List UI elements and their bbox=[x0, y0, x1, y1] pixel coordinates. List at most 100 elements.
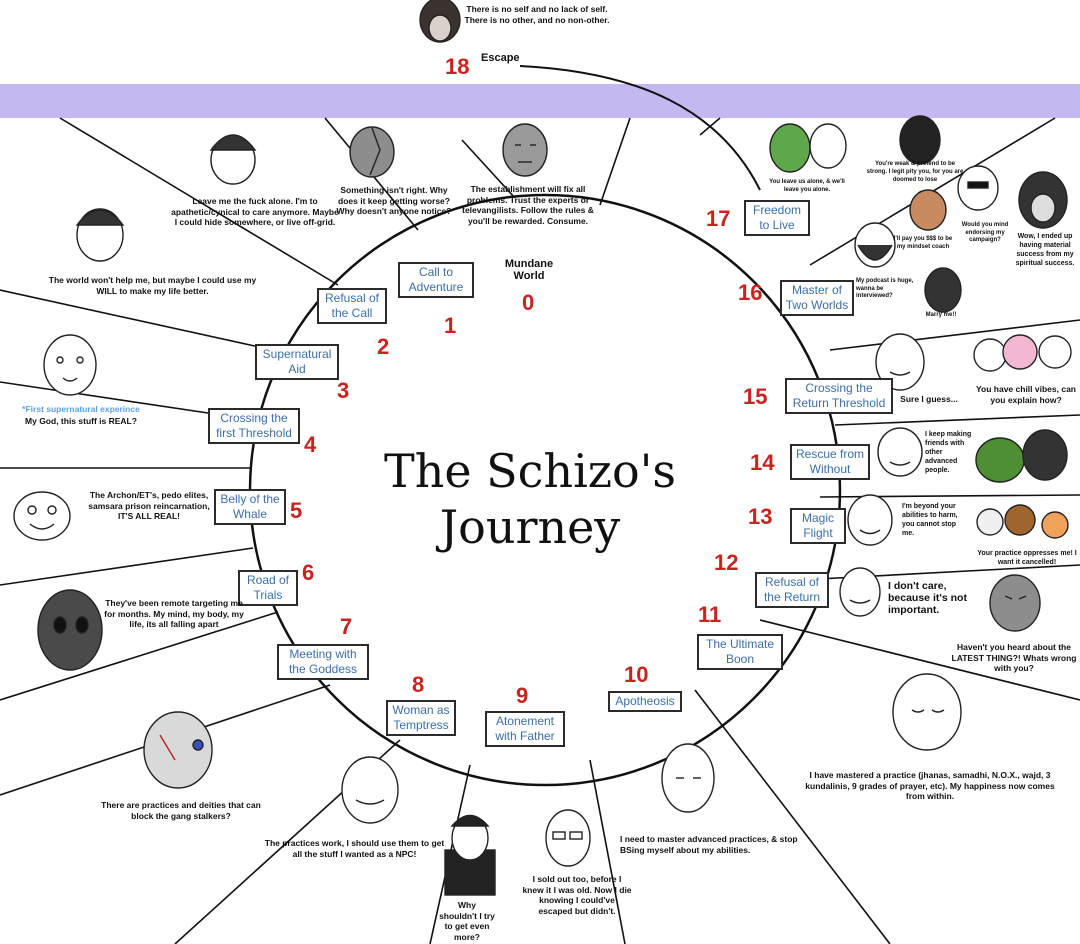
spoke bbox=[799, 564, 1080, 581]
stage-number-14: 14 bbox=[750, 450, 775, 475]
stage-box-16: Master of Two Worlds bbox=[780, 280, 854, 316]
quote-stage-0: The establishment will fix all problems.… bbox=[462, 184, 594, 226]
beanie-wojak-icon bbox=[209, 134, 257, 185]
stage-box-12: Refusal of the Return bbox=[755, 572, 829, 608]
stage-label-0: Mundane World bbox=[504, 258, 554, 282]
quote-stage-16d: Marry me!! bbox=[925, 312, 957, 318]
escape-arrow bbox=[519, 65, 761, 191]
wojak-shocked-icon bbox=[43, 334, 97, 396]
quote-stage-16c: My podcast is huge, wanna be interviewed… bbox=[856, 278, 914, 299]
quote-stage-4-note: *First supernatural experince bbox=[22, 404, 140, 414]
stage-box-13: Magic Flight bbox=[790, 508, 846, 544]
spoke bbox=[829, 319, 1080, 351]
stage-number-18: 18 bbox=[445, 54, 470, 79]
stage-number-9: 9 bbox=[516, 683, 529, 708]
stage-box-9: Atonement with Father bbox=[485, 711, 565, 747]
quote-stage-16a: I'll pay you $$$ to be my mindset coach bbox=[893, 236, 953, 250]
diagram-title: The Schizo's Journey bbox=[360, 443, 700, 555]
stage-number-13: 13 bbox=[748, 504, 773, 529]
quote-stage-4: My God, this stuff is REAL? bbox=[25, 416, 137, 426]
stage-box-14: Rescue from Without bbox=[790, 444, 870, 480]
spoke bbox=[599, 117, 631, 206]
title-line-1: The Schizo's bbox=[384, 444, 676, 498]
spoke bbox=[0, 611, 279, 701]
spoke bbox=[0, 547, 254, 586]
stage-number-17: 17 bbox=[706, 206, 731, 231]
quote-stage-2: Leave me the fuck alone. I'm to apatheti… bbox=[171, 196, 339, 227]
beanie-wojak-2-icon bbox=[75, 208, 125, 262]
quote-stage-12a: I don't care, because it's not important… bbox=[888, 580, 967, 616]
faces bbox=[13, 0, 1072, 896]
quote-stage-3: The world won't help me, but maybe I cou… bbox=[48, 275, 257, 296]
stage-box-1: Call to Adventure bbox=[398, 262, 474, 298]
quote-stage-13a: I'm beyond your abilities to harm, you c… bbox=[902, 503, 958, 537]
hooded-figure-icon bbox=[419, 0, 461, 43]
politician-wojak-icon bbox=[957, 165, 999, 211]
spoke bbox=[819, 494, 1080, 498]
stage-box-4: Crossing the first Threshold bbox=[208, 408, 300, 444]
pretender-wojak-icon bbox=[899, 115, 941, 165]
quote-stage-8: The practices work, I should use them to… bbox=[264, 838, 445, 859]
stage-number-15: 15 bbox=[743, 384, 768, 409]
stage-box-5: Belly of the Whale bbox=[214, 489, 286, 525]
stage-number-1: 1 bbox=[444, 313, 457, 338]
spoke bbox=[834, 414, 1080, 426]
stage-number-8: 8 bbox=[412, 672, 425, 697]
coach-wojak-icon bbox=[909, 189, 947, 231]
stage-box-6: Road of Trials bbox=[238, 570, 298, 606]
quote-stage-7: There are practices and deities that can… bbox=[101, 800, 261, 821]
stage-box-11: The Ultimate Boon bbox=[697, 634, 783, 670]
stage-box-10: Apotheosis bbox=[608, 691, 682, 712]
spoke bbox=[699, 117, 721, 136]
quote-stage-9b: I sold out too, before I knew it I was o… bbox=[522, 874, 632, 916]
stage-box-7: Meeting with the Goddess bbox=[277, 644, 369, 680]
quote-stage-1: Something isn't right. Why does it keep … bbox=[336, 185, 452, 216]
hooded-success-icon bbox=[1018, 171, 1068, 229]
pepe-group-icon bbox=[975, 429, 1068, 483]
content-wojak-icon bbox=[839, 567, 881, 617]
quote-stage-6: They've been remote targeting me for mon… bbox=[104, 598, 244, 629]
stage-number-2: 2 bbox=[377, 334, 390, 359]
quote-stage-12b: Haven't you heard about the LATEST THING… bbox=[951, 642, 1077, 673]
stage-number-4: 4 bbox=[304, 432, 317, 457]
stage-number-6: 6 bbox=[302, 560, 315, 585]
stage-box-8: Woman as Temptress bbox=[386, 700, 456, 736]
green-wojak-icon bbox=[769, 123, 847, 173]
stage-number-0: 0 bbox=[522, 290, 535, 315]
angry-npc-icon bbox=[989, 574, 1041, 632]
spoke bbox=[59, 117, 339, 286]
stage-box-3: Supernatural Aid bbox=[255, 344, 339, 380]
title-line-2: Journey bbox=[439, 500, 621, 554]
stage-number-16: 16 bbox=[738, 280, 763, 305]
quote-stage-15a: Sure I guess... bbox=[900, 394, 958, 404]
quote-stage-16e: Wow, I ended up having material success … bbox=[1015, 233, 1075, 267]
stage-number-11: 11 bbox=[698, 602, 722, 627]
cracked-npc-face-icon bbox=[349, 126, 395, 178]
top-quote: There is no self and no lack of self. Th… bbox=[464, 4, 610, 25]
quote-stage-14: I keep making friends with other advance… bbox=[925, 431, 972, 474]
npc-face-icon bbox=[502, 123, 548, 177]
stage-number-5: 5 bbox=[290, 498, 303, 523]
spoke bbox=[461, 139, 516, 199]
stage-number-3: 3 bbox=[337, 378, 350, 403]
wojak-grin-icon bbox=[13, 491, 71, 541]
smug-wojak-icon bbox=[341, 756, 399, 824]
quote-stage-17a: You leave us alone, & we'll leave you al… bbox=[769, 179, 845, 193]
bloody-wojak-icon bbox=[143, 711, 213, 789]
wojak-smile-icon bbox=[847, 494, 893, 546]
stage-number-7: 7 bbox=[340, 614, 353, 639]
old-wojak-icon bbox=[545, 809, 591, 867]
chill-wojak-icon bbox=[875, 333, 925, 391]
curious-crowd-icon bbox=[973, 334, 1072, 372]
stage-box-17: Freedom to Live bbox=[744, 200, 810, 236]
purple-band bbox=[0, 84, 1080, 118]
stage-box-2: Refusal of the Call bbox=[317, 288, 387, 324]
stage-number-12: 12 bbox=[714, 550, 739, 575]
quote-stage-9a: Why shouldn't I try to get even more? bbox=[439, 900, 495, 942]
quote-stage-11: I have mastered a practice (jhanas, sama… bbox=[805, 770, 1055, 801]
bearded-wojak-icon bbox=[854, 222, 896, 268]
spoke bbox=[589, 759, 626, 944]
hooded-wojak-icon bbox=[924, 267, 962, 313]
